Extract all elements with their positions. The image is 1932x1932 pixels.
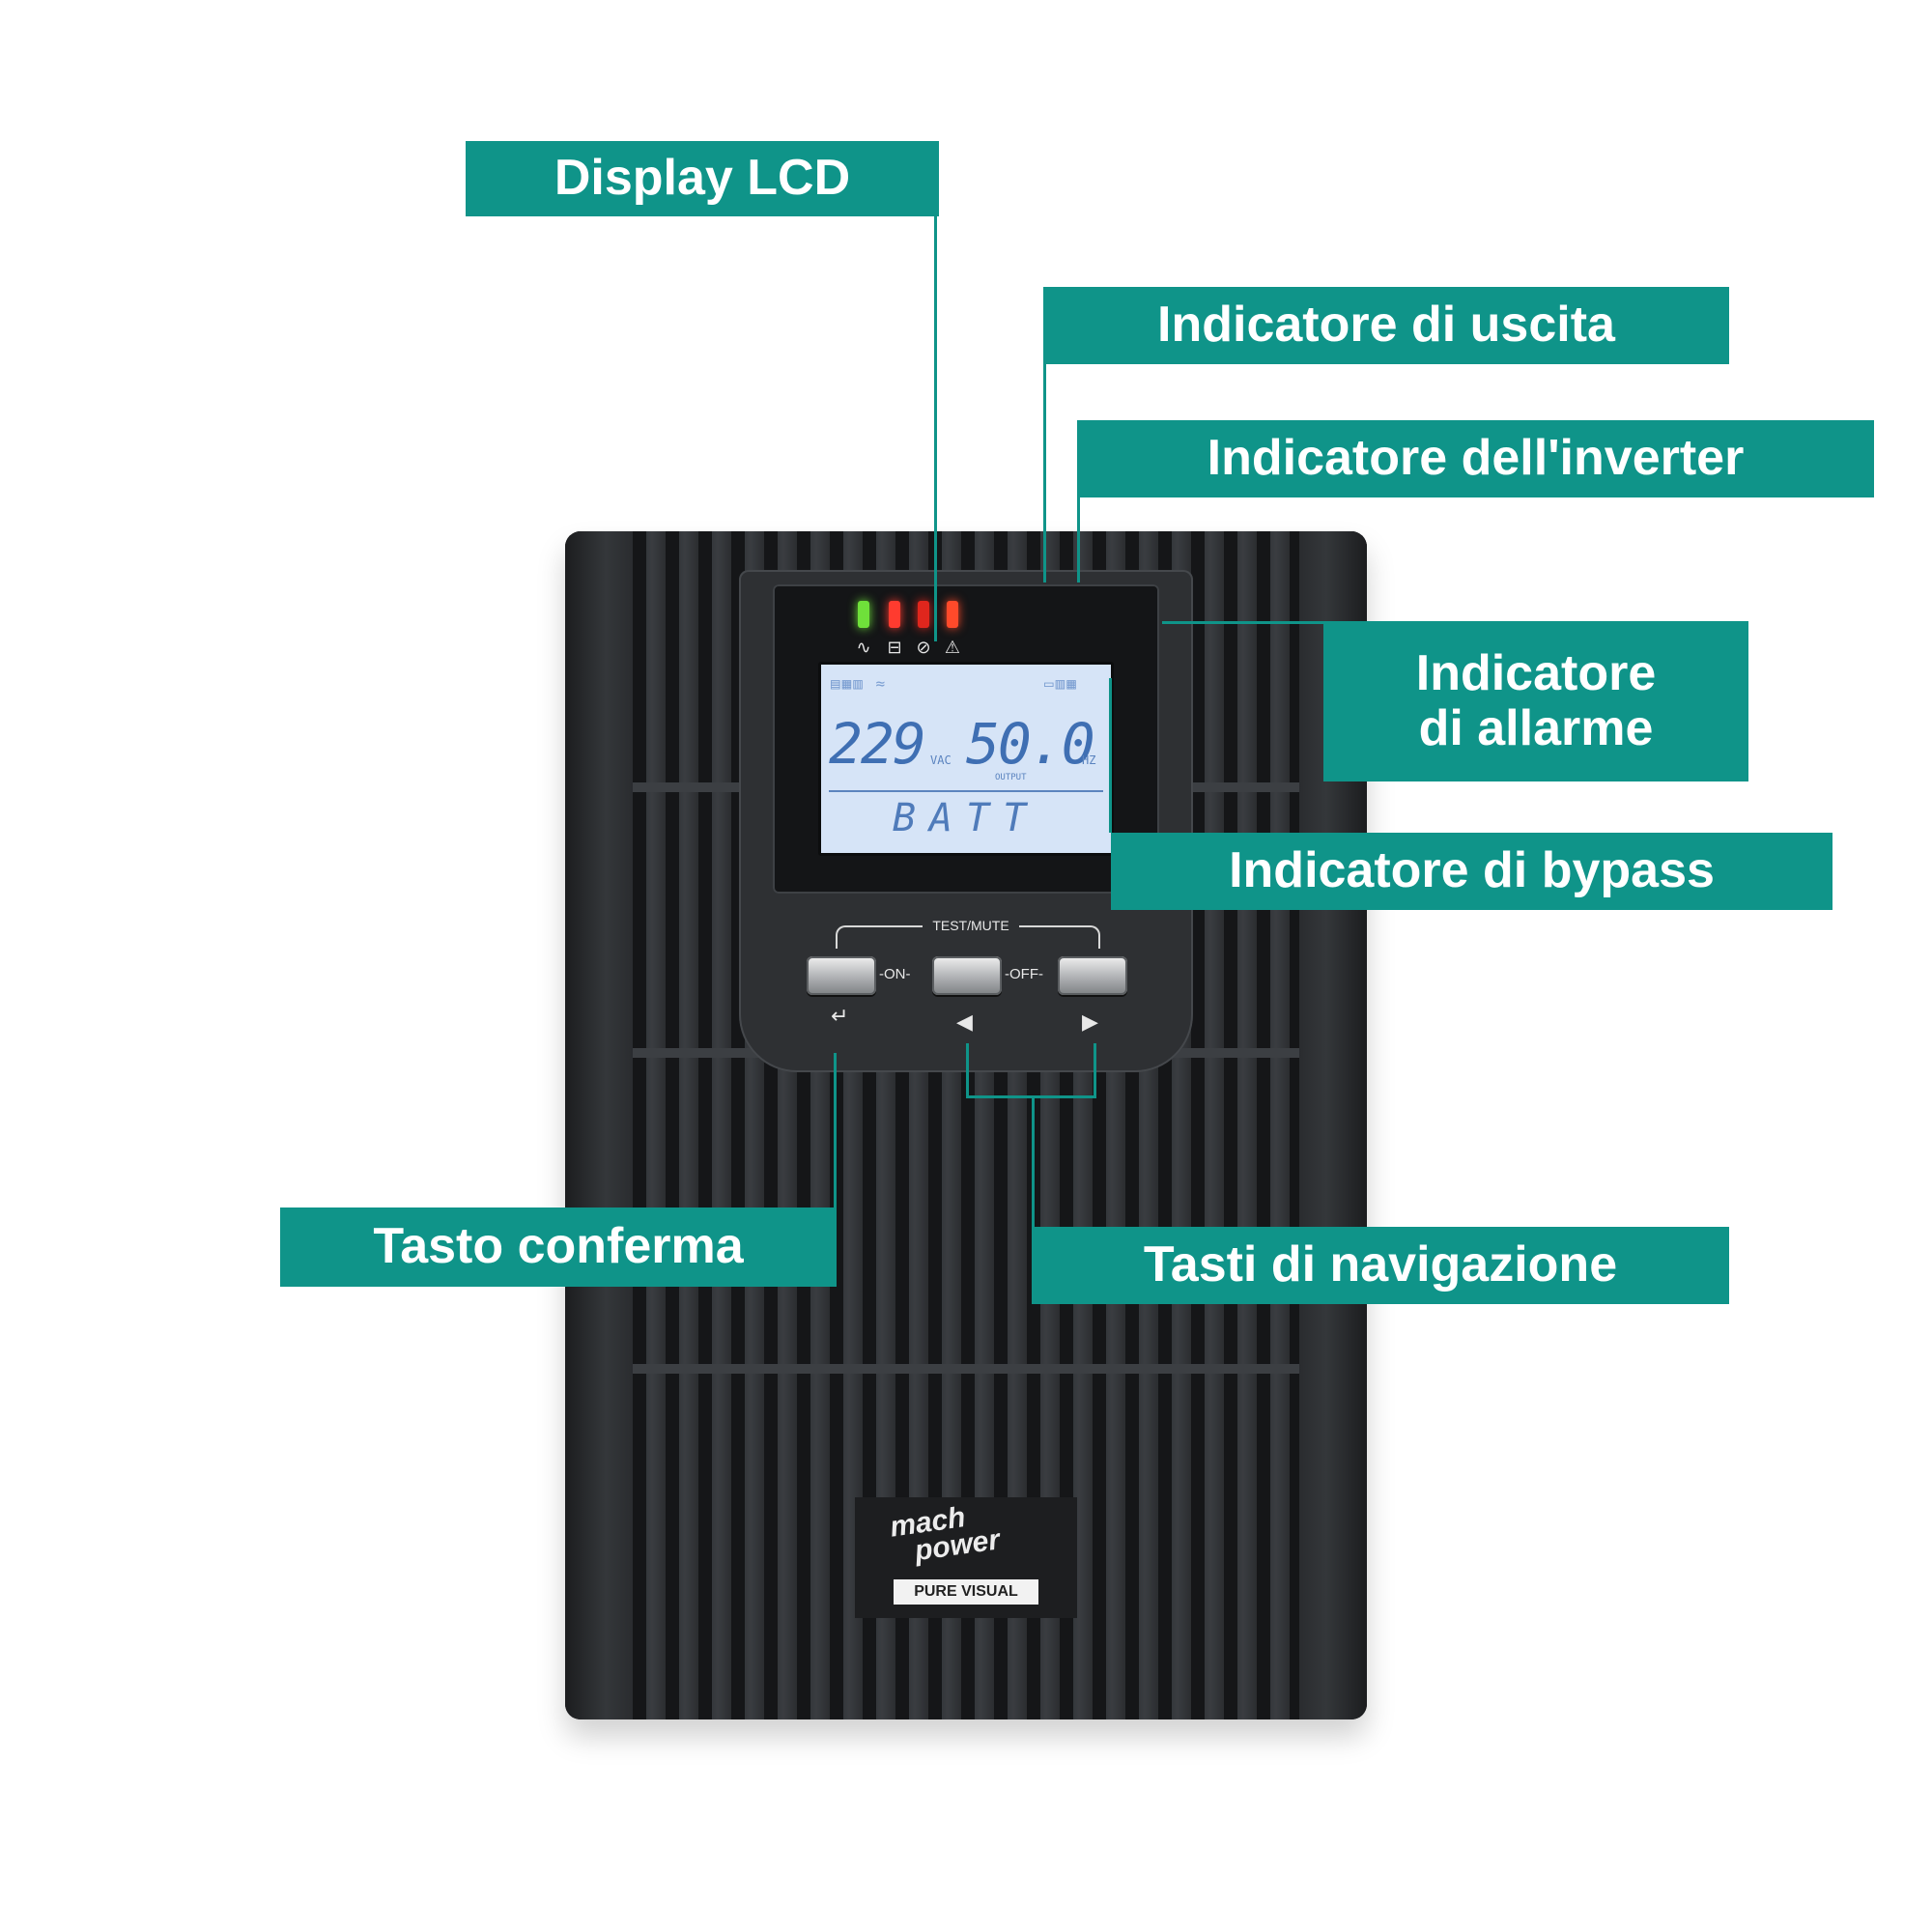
leader-navigation-keys <box>1032 1095 1035 1289</box>
callout-inverter-indicator: Indicatore dell'inverter <box>1077 420 1874 497</box>
callout-confirm-key: Tasto conferma <box>280 1208 837 1287</box>
bypass-icon: ⊘ <box>916 638 931 658</box>
leader-nav-left <box>966 1043 969 1098</box>
callout-alarm-indicator: Indicatore di allarme <box>1323 621 1748 781</box>
callout-display-lcd: Display LCD <box>466 141 939 216</box>
callout-navigation-keys: Tasti di navigazione <box>1032 1227 1729 1304</box>
callout-output-indicator: Indicatore di uscita <box>1043 287 1729 364</box>
arrow-left-icon: ◀ <box>956 1010 973 1035</box>
left-button[interactable] <box>932 956 1002 995</box>
enter-icon: ↵ <box>831 1005 849 1029</box>
enter-button[interactable] <box>807 956 876 995</box>
leader-output-indicator <box>1043 362 1046 582</box>
lcd-frequency-unit: HZ <box>1082 753 1096 767</box>
bypass-led <box>918 601 929 628</box>
lcd-output-label: OUTPUT <box>995 773 1027 782</box>
leader-nav-bridge <box>966 1095 1096 1098</box>
output-led <box>858 601 869 628</box>
leader-nav-right <box>1094 1043 1096 1098</box>
battery-icon: ⊟ <box>887 638 902 658</box>
brand-name: mach power <box>888 1501 1002 1568</box>
callout-bypass-indicator: Indicatore di bypass <box>1111 833 1833 910</box>
lcd-voltage: 229 <box>829 711 926 777</box>
lcd-status-icons: ▤▦▥ ≈ ▭▥▦ <box>831 674 1078 693</box>
lcd-frequency: 50.0 <box>966 711 1095 777</box>
brand-logo: mach power PURE VISUAL <box>855 1497 1077 1618</box>
ridge-band <box>633 1364 1299 1374</box>
lcd-mode: BATT <box>892 796 1040 840</box>
model-plate: PURE VISUAL <box>894 1579 1038 1605</box>
on-label: -ON- <box>879 966 911 982</box>
leader-bypass-indicator <box>1109 678 1112 833</box>
ups-left-side <box>565 531 633 1719</box>
off-label: -OFF- <box>1005 966 1043 982</box>
lcd-screen: ▤▦▥ ≈ ▭▥▦ 229 VAC 50.0 HZ OUTPUT BATT <box>818 662 1114 856</box>
leader-confirm-key <box>834 1053 837 1277</box>
inverter-led <box>889 601 900 628</box>
arrow-right-icon: ▶ <box>1082 1010 1098 1035</box>
warning-icon: ⚠ <box>944 638 961 658</box>
test-mute-label: TEST/MUTE <box>923 918 1019 933</box>
lcd-divider <box>829 790 1103 792</box>
sine-wave-icon: ∿ <box>856 638 871 658</box>
right-button[interactable] <box>1058 956 1127 995</box>
leader-inverter-indicator <box>1077 495 1080 582</box>
lcd-voltage-unit: VAC <box>930 753 952 767</box>
alarm-led <box>947 601 958 628</box>
leader-display-lcd <box>934 214 937 641</box>
ups-unit: ∿ ⊟ ⊘ ⚠ ▤▦▥ ≈ ▭▥▦ 229 VAC 50.0 HZ OUTPUT… <box>565 531 1367 1719</box>
